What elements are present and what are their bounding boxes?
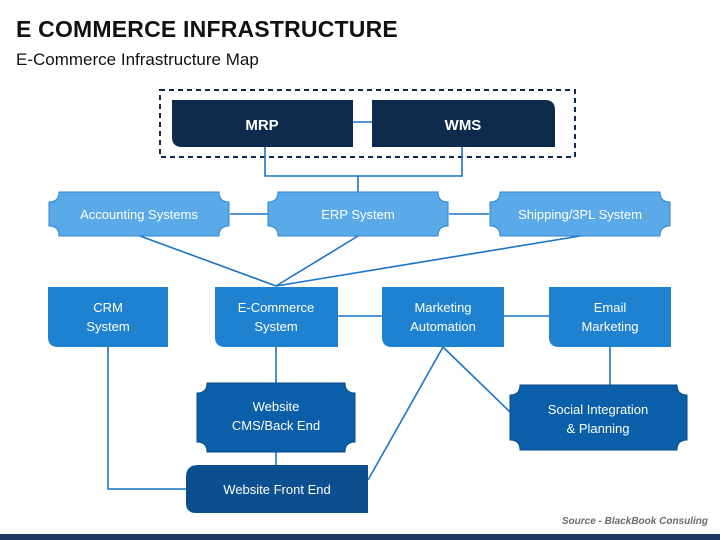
connectors [107, 121, 611, 490]
connector-mrp-erp [264, 147, 359, 192]
connector-wms-erp [358, 147, 463, 177]
node-ecommerce-system: E-Commerce System [215, 287, 338, 347]
connector-crm-frontend [107, 347, 186, 490]
node-website-cms-label-1: Website [253, 399, 300, 414]
mrp-wms-group-frame [159, 89, 576, 158]
connector-marketing-social [442, 346, 511, 413]
source-note: Source - BlackBook Consuling [561, 516, 708, 527]
node-erp-system: ERP System [267, 191, 449, 237]
node-social-integration-label-2: & Planning [567, 421, 630, 436]
node-crm-system: CRM System [48, 287, 168, 347]
node-wms: WMS [372, 100, 555, 147]
node-mrp: MRP [172, 100, 353, 147]
page-title: E COMMERCE INFRASTRUCTURE [16, 16, 398, 42]
bottom-accent-bar [0, 534, 720, 540]
node-shipping-3pl-system: Shipping/3PL System [489, 191, 671, 237]
node-website-front-end-label-1: Website Front End [223, 482, 330, 497]
connector-accounting-ecommerce [139, 235, 277, 287]
node-marketing-automation-label-2: Automation [410, 319, 476, 334]
node-social-integration-planning: Social Integration & Planning [509, 384, 688, 451]
node-email-marketing-label-1: Email [594, 300, 627, 315]
node-crm-system-label-1: CRM [93, 300, 123, 315]
node-erp-system-label-1: ERP System [321, 207, 394, 222]
node-ecommerce-system-label-2: System [254, 319, 297, 334]
connector-marketing-frontend [367, 346, 444, 481]
node-website-cms-label-2: CMS/Back End [232, 418, 320, 433]
node-shipping-3pl-system-label-1: Shipping/3PL System [518, 207, 642, 222]
node-email-marketing: Email Marketing [549, 287, 671, 347]
node-accounting-systems: Accounting Systems [48, 191, 230, 237]
node-marketing-automation: Marketing Automation [382, 287, 504, 347]
node-website-front-end: Website Front End [186, 465, 368, 513]
page-subtitle: E-Commerce Infrastructure Map [16, 50, 259, 69]
node-email-marketing-label-2: Marketing [581, 319, 638, 334]
node-website-cms-back-end: Website CMS/Back End [196, 382, 356, 453]
node-crm-system-label-2: System [86, 319, 129, 334]
connector-erp-ecommerce [275, 235, 359, 287]
node-accounting-systems-label-1: Accounting Systems [80, 207, 198, 222]
node-wms-label-1: WMS [445, 117, 482, 134]
node-ecommerce-system-label-1: E-Commerce [238, 300, 315, 315]
connector-shipping-ecommerce [275, 235, 581, 287]
node-marketing-automation-label-1: Marketing [414, 300, 471, 315]
node-mrp-label-1: MRP [245, 117, 278, 134]
node-social-integration-label-1: Social Integration [548, 402, 648, 417]
